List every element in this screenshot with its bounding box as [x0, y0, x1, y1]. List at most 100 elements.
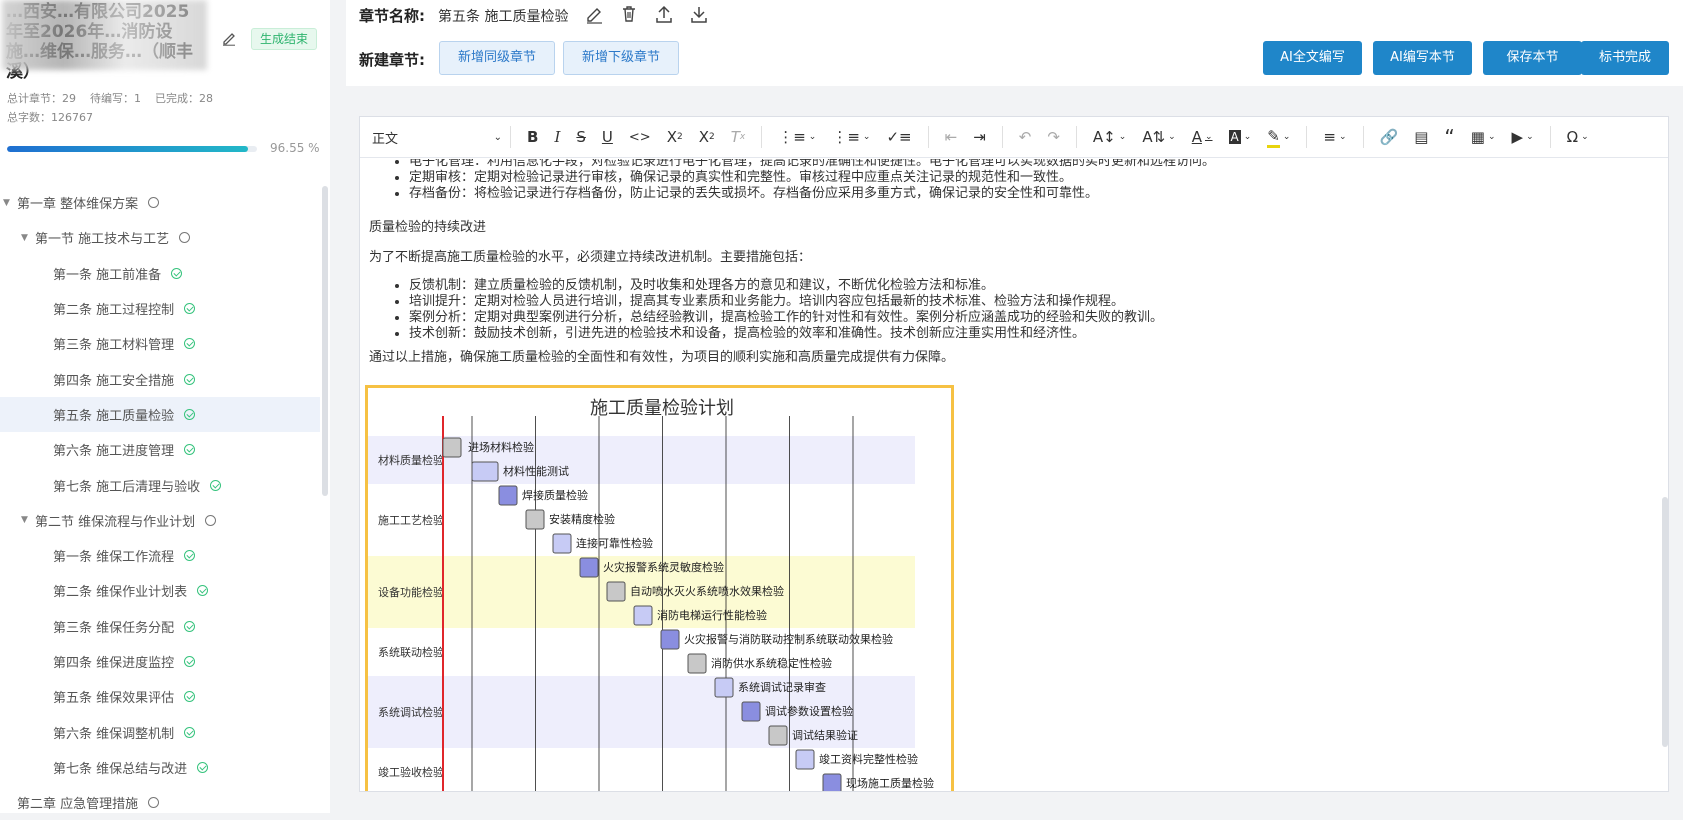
tree-item[interactable]: 第三条 维保任务分配: [0, 609, 320, 644]
toolbar-divider: [1362, 126, 1364, 148]
italic-icon[interactable]: I: [554, 128, 561, 146]
task-label: 消防供水系统稳定性检验: [711, 656, 832, 670]
completed-check-icon: [171, 267, 183, 279]
completed-check-icon: [184, 303, 196, 315]
tree-item[interactable]: 第二章 应急管理措施: [0, 785, 320, 820]
tree-item-label: 第六条 维保调整机制: [53, 726, 175, 742]
stat-words: 总字数：126767: [7, 111, 93, 124]
move-up-icon[interactable]: [654, 4, 674, 24]
task-label: 竣工资料完整性检验: [819, 752, 918, 766]
background-color-icon[interactable]: A⌄: [1228, 130, 1252, 144]
tree-item[interactable]: 第五条 施工质量检验: [0, 396, 320, 433]
tree-item[interactable]: 第六条 维保调整机制: [0, 714, 320, 749]
tree-item[interactable]: 第二条 施工过程控制: [0, 291, 320, 326]
completed-check-icon: [184, 373, 196, 385]
bold-icon[interactable]: B: [527, 128, 539, 146]
tree-item[interactable]: 第七条 施工后清理与验收: [0, 467, 320, 502]
gantt-chart[interactable]: 施工质量检验计划材料质量检验施工工艺检验设备功能检验系统联动检验系统调试检验竣工…: [365, 385, 954, 791]
align-icon[interactable]: ≡⌄: [1323, 128, 1347, 146]
chevron-down-icon: ⌄: [493, 131, 502, 143]
progress-percent: 96.55 %: [270, 141, 320, 155]
pending-circle-icon: [179, 232, 191, 244]
expand-caret-icon[interactable]: ▼: [21, 232, 28, 243]
completed-check-icon: [184, 338, 196, 350]
add-child-chapter-button[interactable]: 新增下级章节: [563, 41, 680, 75]
tree-item[interactable]: 第四条 维保进度监控: [0, 644, 320, 679]
pending-circle-icon: [148, 797, 160, 809]
table-icon[interactable]: ▦⌄: [1470, 128, 1496, 146]
underline-icon[interactable]: U: [601, 128, 613, 146]
conclusion-paragraph: 通过以上措施，确保施工质量检验的全面性和有效性，为项目的顺利实施和高质量完成提供…: [369, 350, 955, 365]
task-label: 火灾报警系统灵敏度检验: [603, 560, 724, 574]
task-bar: [795, 749, 815, 770]
task-label: 火灾报警与消防联动控制系统联动效果检验: [684, 632, 893, 646]
task-bar: [660, 629, 680, 650]
expand-caret-icon[interactable]: ▼: [21, 515, 28, 526]
task-bar: [714, 677, 734, 698]
tree-item[interactable]: 第五条 维保效果评估: [0, 679, 320, 714]
bullet-list-icon[interactable]: ⋮≡⌄: [778, 128, 817, 146]
line-height-icon[interactable]: A⇅⌄: [1142, 128, 1176, 146]
tree-item[interactable]: 第四条 施工安全措施: [0, 361, 320, 396]
tree-item[interactable]: 第三条 施工材料管理: [0, 326, 320, 361]
tree-item[interactable]: ▼ 第二节 维保流程与作业计划: [0, 503, 320, 538]
section-label: 设备功能检验: [378, 585, 444, 599]
tree-item[interactable]: ▼第一节 施工技术与工艺: [0, 220, 320, 255]
redo-icon[interactable]: ↷: [1047, 128, 1060, 146]
tree-item-label: 第二节 维保流程与作业计划: [35, 514, 196, 530]
move-down-icon[interactable]: [689, 4, 709, 24]
tree-item[interactable]: 第六条 施工进度管理: [0, 432, 320, 467]
add-sibling-chapter-button[interactable]: 新增同级章节: [439, 41, 556, 75]
sidebar-scrollbar[interactable]: [322, 186, 328, 496]
tree-item-label: 第二条 维保作业计划表: [53, 585, 188, 601]
tree-item[interactable]: 第一条 维保工作流程: [0, 538, 320, 573]
strikethrough-icon[interactable]: S: [576, 128, 586, 146]
completed-check-icon: [184, 656, 196, 667]
task-label: 焊接质量检验: [522, 488, 588, 502]
tree-item-label: 第四条 维保进度监控: [53, 656, 175, 671]
font-color-icon[interactable]: A⌄: [1191, 128, 1213, 146]
checklist-icon[interactable]: ✓≡: [886, 128, 912, 146]
ai-section-write-button[interactable]: AI编写本节: [1373, 41, 1472, 75]
tree-item[interactable]: 第二条 维保作业计划表: [0, 573, 320, 608]
expand-caret-icon[interactable]: ▼: [3, 197, 10, 208]
completed-check-icon: [184, 620, 196, 632]
numbered-list-icon[interactable]: ⋮≡⌄: [832, 128, 871, 146]
indent-icon[interactable]: ⇥: [973, 128, 986, 146]
chapter-tree: ▼第一章 整体维保方案▼第一节 施工技术与工艺第一条 施工前准备第二条 施工过程…: [0, 185, 320, 820]
edit-chapter-icon[interactable]: [584, 4, 604, 24]
save-section-button[interactable]: 保存本节: [1483, 41, 1582, 75]
image-icon[interactable]: ▤: [1414, 128, 1429, 146]
code-icon[interactable]: <>: [628, 129, 651, 145]
outdent-icon[interactable]: ⇤: [944, 128, 958, 146]
highlight-icon[interactable]: ✎⌄: [1267, 127, 1290, 148]
font-size-icon[interactable]: A↕⌄: [1092, 128, 1127, 146]
ai-full-write-button[interactable]: AI全文编写: [1263, 41, 1362, 75]
generation-status-badge: 生成结束: [251, 28, 318, 50]
pending-circle-icon: [148, 197, 160, 209]
undo-icon[interactable]: ↶: [1018, 128, 1032, 146]
delete-chapter-icon[interactable]: [619, 4, 639, 24]
editor-scrollbar[interactable]: [1662, 497, 1668, 747]
tree-item[interactable]: 第一条 施工前准备: [0, 256, 320, 291]
link-icon[interactable]: 🔗: [1379, 128, 1399, 146]
list-item: 定期审核：定期对检验记录进行审核，确保记录的真实性和完整性。审核过程中应重点关注…: [409, 170, 1650, 186]
bid-complete-button[interactable]: 标书完成: [1581, 41, 1669, 75]
section-heading: 质量检验的持续改进: [369, 220, 487, 235]
completed-check-icon: [184, 691, 196, 703]
list-item: 技术创新：鼓励技术创新，引进先进的检验技术和设备，提高检验的效率和准确性。技术创…: [409, 326, 1650, 342]
intro-paragraph: 为了不断提高施工质量检验的水平，必须建立持续改进机制。主要措施包括：: [369, 250, 812, 265]
editor-content[interactable]: 电子化管理：利用信息化手段，对检验记录进行电子化管理，提高记录的准确性和便捷性。…: [360, 159, 1655, 791]
video-icon[interactable]: ▶⌄: [1511, 128, 1534, 146]
task-label: 材料性能测试: [503, 464, 569, 478]
tree-item[interactable]: ▼第一章 整体维保方案: [0, 185, 320, 220]
task-label: 系统调试记录审查: [738, 680, 826, 694]
tree-item[interactable]: 第七条 维保总结与改进: [0, 750, 320, 785]
quote-icon[interactable]: “: [1444, 125, 1455, 149]
paragraph-style-select[interactable]: 正文⌄: [372, 128, 502, 147]
edit-title-icon[interactable]: [221, 30, 237, 46]
special-character-icon[interactable]: Ω⌄: [1566, 128, 1589, 146]
